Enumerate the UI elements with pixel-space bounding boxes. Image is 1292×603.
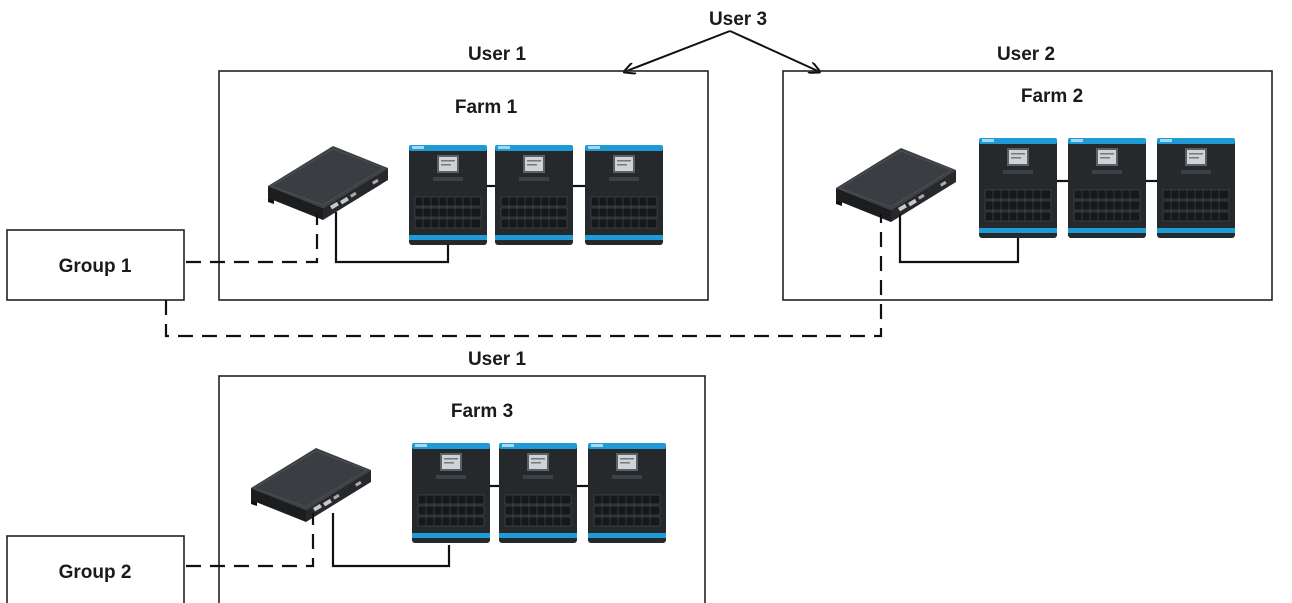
climate-controller-icon [1067, 137, 1147, 239]
farm2-frame [782, 70, 1273, 301]
gateway-to-controller-wire [334, 212, 450, 264]
farm1-label: Farm 1 [455, 97, 518, 118]
farm1-frame [218, 70, 709, 301]
group2-to-farm3-link [186, 513, 315, 568]
climate-controller-icon [411, 442, 491, 544]
climate-controller-icon [587, 442, 667, 544]
climate-controller-icon [1156, 137, 1236, 239]
climate-controller-icon [978, 137, 1058, 239]
climate-controller-icon [408, 144, 488, 246]
group2-box [6, 535, 185, 603]
gateway-box-icon [267, 145, 389, 221]
gateway-to-controller-wire [898, 214, 1020, 264]
climate-controller-icon [584, 144, 664, 246]
gateway-to-controller-wire [331, 513, 451, 568]
gateway-box-icon [835, 147, 957, 223]
gateway-box-icon [250, 447, 372, 523]
user3-label: User 3 [709, 9, 767, 30]
group1-to-farm1-link [186, 212, 319, 264]
group1-box [6, 229, 185, 301]
user1-label: User 1 [468, 44, 527, 65]
arrow-to-farm1 [624, 30, 731, 72]
farm3-label: Farm 3 [451, 401, 513, 422]
farm2-label: Farm 2 [1021, 86, 1083, 107]
climate-controller-icon [494, 144, 574, 246]
climate-controller-icon [498, 442, 578, 544]
farm3-frame [218, 375, 706, 603]
group2-label: Group 2 [59, 562, 132, 583]
group1-label: Group 1 [59, 256, 132, 277]
user2-label: User 2 [997, 44, 1055, 65]
arrow-to-farm2 [729, 30, 820, 72]
user1-label: User 1 [468, 349, 527, 370]
group1-to-farm2-link [164, 214, 883, 338]
